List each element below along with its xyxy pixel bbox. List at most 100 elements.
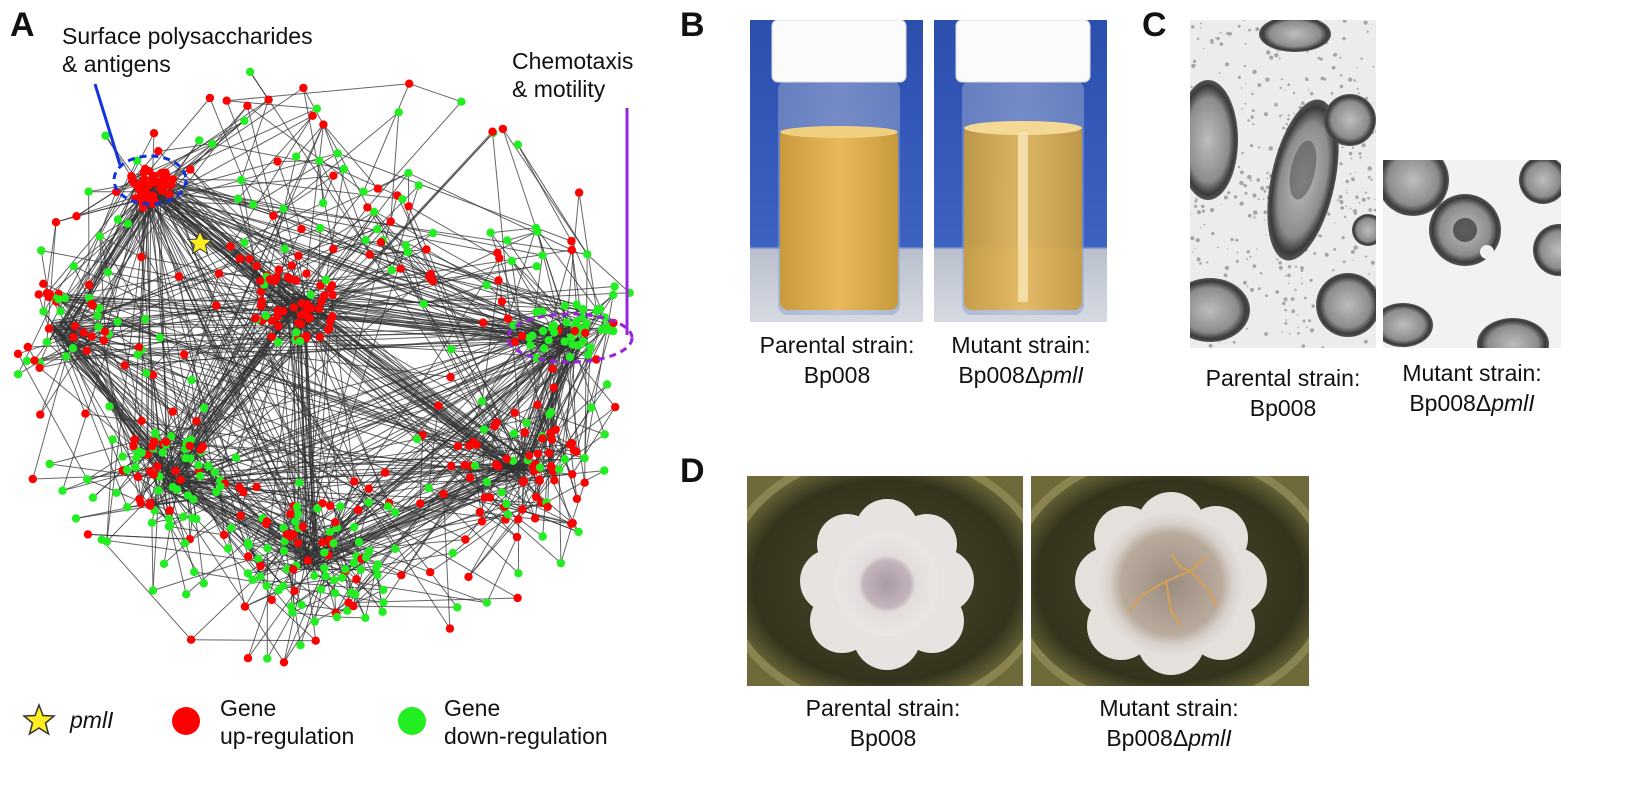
gene-node — [95, 304, 104, 313]
b-mutant-strain-prefix: Bp008Δ — [958, 362, 1041, 388]
gene-node — [279, 546, 289, 556]
gene-node — [287, 261, 296, 270]
gene-node — [156, 181, 166, 190]
gene-node — [600, 466, 609, 475]
gene-node — [282, 530, 291, 539]
gene-node — [475, 507, 485, 517]
gene-node — [329, 576, 339, 585]
gene-node — [37, 246, 46, 255]
d-parental-caption: Parental strain: Bp008 — [785, 693, 981, 753]
gene-node — [562, 318, 571, 327]
gene-node — [315, 304, 324, 313]
gene-node — [132, 156, 142, 165]
gene-node — [99, 336, 108, 345]
b-mutant-caption-line1: Mutant strain: — [951, 332, 1091, 358]
gene-node — [154, 486, 163, 495]
gene-node — [149, 129, 159, 138]
gene-node — [478, 318, 488, 327]
gene-node — [329, 539, 338, 548]
gene-node — [83, 530, 93, 539]
gene-node — [51, 218, 61, 227]
gene-node — [538, 434, 547, 443]
gene-node — [256, 572, 265, 581]
gene-node — [560, 301, 569, 310]
gene-node — [292, 276, 301, 285]
c-parental-caption-line1: Parental strain: — [1205, 365, 1361, 391]
c-mutant-caption-line2: Bp008ΔpmlI — [1375, 388, 1569, 418]
gene-network — [0, 0, 660, 690]
b-parental-caption: Parental strain: Bp008 — [740, 330, 934, 390]
legend-star-icon — [22, 703, 56, 737]
gene-node — [199, 579, 208, 588]
gene-node — [148, 370, 158, 380]
gene-node — [610, 282, 619, 291]
d-mutant-gene-name: pmlI — [1188, 725, 1232, 751]
gene-node — [280, 244, 289, 253]
gene-node — [131, 463, 140, 472]
gene-node — [254, 554, 263, 563]
gene-node — [550, 476, 559, 485]
gene-node — [539, 344, 549, 353]
gene-node — [148, 586, 158, 595]
gene-node — [292, 152, 301, 161]
gene-node — [570, 326, 580, 336]
gene-node — [426, 568, 435, 577]
gene-node — [214, 269, 224, 278]
legend-pmli-label: pmlI — [70, 707, 114, 733]
gene-node — [273, 338, 283, 347]
gene-node — [219, 530, 229, 540]
gene-node — [243, 569, 253, 578]
gene-node — [133, 472, 143, 482]
gene-node — [45, 459, 54, 469]
gene-node — [149, 191, 158, 200]
gene-node — [594, 304, 603, 314]
gene-node — [373, 570, 382, 580]
gene-node — [195, 136, 204, 145]
gene-node — [226, 523, 236, 533]
gene-node — [551, 425, 560, 434]
c-mutant-strain-prefix: Bp008Δ — [1409, 390, 1492, 416]
gene-node — [414, 181, 423, 190]
gene-node — [120, 361, 129, 370]
gene-node — [510, 408, 519, 417]
gene-node — [303, 300, 312, 309]
gene-node — [350, 477, 359, 486]
gene-node — [142, 369, 151, 378]
gene-node — [256, 561, 265, 571]
gene-node — [256, 301, 266, 311]
gene-node — [611, 402, 620, 412]
chemotaxis-cluster-label: Chemotaxis & motility — [512, 47, 633, 103]
gene-node — [240, 116, 249, 126]
gene-node — [512, 532, 522, 542]
gene-node — [361, 235, 370, 245]
gene-node — [325, 528, 335, 537]
gene-node — [93, 311, 102, 320]
gene-node — [426, 269, 435, 279]
gene-node — [83, 475, 92, 484]
gene-node — [279, 204, 288, 213]
gene-node — [164, 522, 174, 531]
panel-d-letter: D — [680, 452, 705, 490]
gene-node — [380, 468, 390, 477]
gene-node — [574, 341, 583, 350]
gene-node — [565, 352, 575, 362]
gene-node — [503, 510, 512, 519]
gene-node — [236, 511, 245, 520]
gene-node — [147, 518, 157, 527]
gene-node — [13, 349, 23, 358]
gene-node — [208, 139, 217, 148]
gene-node — [330, 589, 340, 598]
gene-node — [535, 463, 545, 472]
legend-down-line2: down-regulation — [444, 723, 608, 749]
gene-node — [326, 284, 335, 293]
gene-node — [482, 280, 491, 290]
gene-node — [383, 502, 393, 511]
gene-node — [364, 498, 373, 507]
gene-node — [267, 332, 276, 341]
gene-node — [113, 317, 122, 327]
gene-node — [174, 272, 184, 281]
gene-node — [292, 328, 301, 337]
gene-node — [180, 350, 189, 359]
gene-node — [363, 203, 372, 212]
gene-node — [447, 345, 456, 354]
